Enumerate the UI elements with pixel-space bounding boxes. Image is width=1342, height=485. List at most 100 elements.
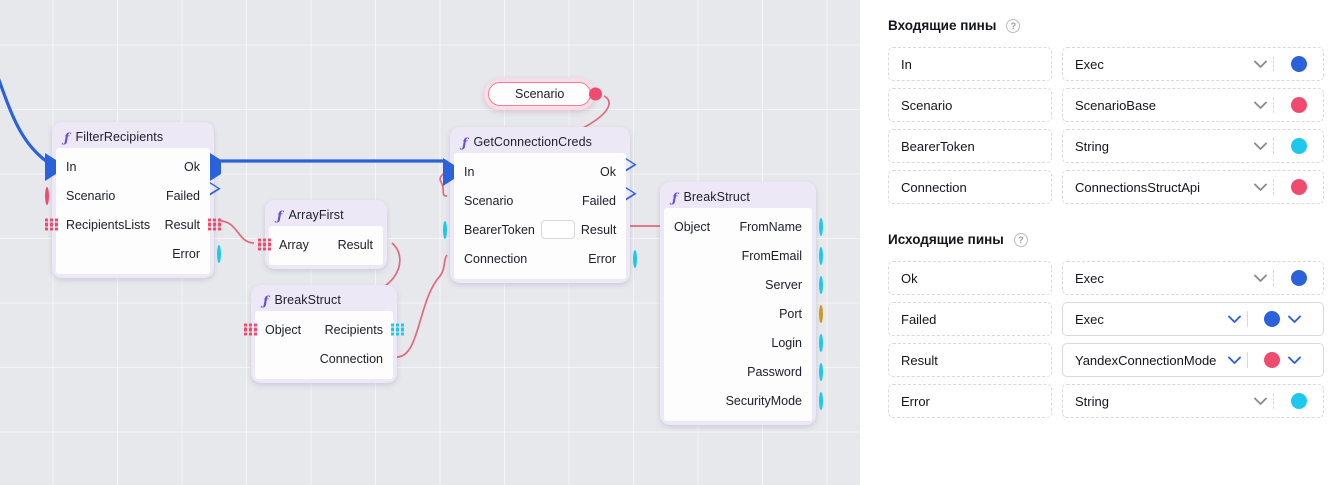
pin-name-input[interactable]: BearerToken (888, 129, 1052, 163)
wire-exec-incoming (0, 78, 47, 163)
question-mark-icon[interactable]: ? (1013, 232, 1028, 247)
pin-scenario-icon[interactable] (45, 186, 49, 205)
pin-row: Object Recipients (244, 315, 404, 344)
node-title: ArrayFirst (288, 208, 344, 222)
chevron-down-icon[interactable] (1221, 356, 1247, 365)
pin-exec-ok-icon[interactable] (626, 165, 637, 179)
node-get-connection-creds[interactable]: ƒ GetConnectionCreds In Ok Scenario Fail… (443, 127, 637, 283)
pin-color-swatch-cell[interactable] (1273, 56, 1323, 72)
chevron-down-icon[interactable] (1247, 101, 1273, 110)
pin-row: RecipientsLists Result (45, 210, 221, 239)
node-array-first[interactable]: ƒ ArrayFirst Array Result (258, 200, 387, 269)
pin-fromname-icon[interactable] (819, 217, 823, 236)
pin-label: Failed (581, 193, 616, 208)
node-body: In Ok Scenario Failed RecipientsLists Re… (45, 148, 221, 274)
pin-row: Scenario Failed (45, 181, 210, 210)
pin-label: BearerToken (464, 222, 535, 237)
question-mark-icon[interactable]: ? (1006, 18, 1021, 33)
pin-label: Ok (184, 159, 200, 174)
pin-label: In (66, 159, 77, 174)
node-filter-recipients[interactable]: ƒ FilterRecipients In Ok Scenario Failed (45, 122, 221, 278)
node-header: ƒ BreakStruct (255, 289, 393, 311)
pin-exec-in-icon[interactable] (443, 157, 454, 186)
chevron-down-icon[interactable] (1247, 397, 1273, 406)
node-break-struct-right[interactable]: ƒ BreakStruct Object FromName FromEmail … (660, 182, 823, 425)
pin-name-input[interactable]: Result (888, 343, 1052, 377)
pin-error-icon[interactable] (633, 249, 637, 268)
pin-port-icon[interactable] (819, 304, 823, 323)
function-icon: ƒ (672, 189, 678, 205)
pin-recipients-icon[interactable] (391, 323, 404, 336)
pin-type-select[interactable]: String (1062, 384, 1324, 418)
pin-type-select[interactable]: ScenarioBase (1062, 88, 1324, 122)
pin-color-swatch-cell[interactable] (1247, 352, 1323, 368)
scenario-output-pin[interactable] (589, 87, 603, 101)
bearertoken-input[interactable] (540, 220, 575, 239)
pin-name-input[interactable]: Scenario (888, 88, 1052, 122)
graph-canvas[interactable]: Scenario ƒ FilterRecipients In Ok Scenar… (0, 0, 860, 485)
outgoing-pins-heading: Исходящие пины ? (888, 232, 1324, 247)
pin-label: Object (265, 322, 302, 337)
pin-color-swatch[interactable] (1290, 56, 1307, 72)
pin-name-input[interactable]: Error (888, 384, 1052, 418)
pin-color-swatch[interactable] (1263, 352, 1280, 368)
pin-type-select[interactable]: Exec (1062, 47, 1324, 81)
pin-password-icon[interactable] (819, 362, 823, 381)
pin-name-input[interactable]: Ok (888, 261, 1052, 295)
pin-name-input[interactable]: In (888, 47, 1052, 81)
pin-login-icon[interactable] (819, 333, 823, 352)
chevron-down-icon[interactable] (1247, 274, 1273, 283)
pin-exec-failed-icon[interactable] (210, 189, 221, 203)
chevron-down-icon[interactable] (1247, 60, 1273, 69)
pin-exec-failed-icon[interactable] (626, 194, 637, 208)
pin-result-icon[interactable] (208, 218, 221, 231)
pin-type-value: String (1075, 138, 1109, 154)
chevron-down-icon[interactable] (1282, 356, 1308, 365)
pin-config-row: BearerToken String (888, 129, 1324, 163)
pin-color-swatch[interactable] (1263, 311, 1280, 327)
pin-color-swatch[interactable] (1290, 270, 1307, 286)
pin-color-swatch-cell[interactable] (1273, 393, 1323, 409)
pin-type-value: String (1075, 393, 1109, 409)
scenario-pill-node[interactable]: Scenario (484, 78, 603, 110)
pin-server-icon[interactable] (819, 275, 823, 294)
pin-color-swatch-cell[interactable] (1273, 138, 1323, 154)
pin-label: Recipients (324, 322, 383, 337)
chevron-down-icon[interactable] (1247, 142, 1273, 151)
pin-row: Connection Error (454, 244, 637, 273)
pin-error-icon[interactable] (217, 244, 221, 263)
pin-color-swatch-cell[interactable] (1273, 270, 1323, 286)
pin-type-select[interactable]: YandexConnectionMode (1062, 343, 1324, 377)
pin-securitymode-icon[interactable] (819, 391, 823, 410)
pin-color-swatch[interactable] (1290, 97, 1307, 113)
pin-exec-in-icon[interactable] (45, 152, 56, 181)
pin-name-input[interactable]: Failed (888, 302, 1052, 336)
pin-color-swatch-cell[interactable] (1247, 311, 1323, 327)
pin-color-swatch[interactable] (1290, 179, 1307, 195)
pin-bearertoken-icon[interactable] (443, 220, 447, 239)
pin-color-swatch[interactable] (1290, 393, 1307, 409)
chevron-down-icon[interactable] (1247, 183, 1273, 192)
pin-color-swatch-cell[interactable] (1273, 97, 1323, 113)
pin-row: Login (664, 328, 823, 357)
pin-color-swatch-cell[interactable] (1273, 179, 1323, 195)
wire-result-to-array (220, 220, 255, 244)
pin-type-select[interactable]: String (1062, 129, 1324, 163)
pin-color-swatch[interactable] (1290, 138, 1307, 154)
wire-connection-to-node (396, 254, 448, 358)
chevron-down-icon[interactable] (1282, 315, 1308, 324)
pin-fromemail-icon[interactable] (819, 246, 823, 265)
pin-name-input[interactable]: Connection (888, 170, 1052, 204)
chevron-down-icon[interactable] (1221, 315, 1247, 324)
pin-type-select[interactable]: ConnectionsStructApi (1062, 170, 1324, 204)
node-break-struct-left[interactable]: ƒ BreakStruct Object Recipients Connecti… (244, 285, 404, 383)
pin-type-select[interactable]: Exec (1062, 302, 1324, 336)
pin-type-select[interactable]: Exec (1062, 261, 1324, 295)
pin-exec-ok-icon[interactable] (210, 152, 221, 181)
pin-label: Result (164, 217, 200, 232)
pin-object-icon[interactable] (244, 323, 257, 336)
pin-recipientslists-icon[interactable] (45, 218, 58, 231)
pin-array-icon[interactable] (258, 238, 271, 251)
